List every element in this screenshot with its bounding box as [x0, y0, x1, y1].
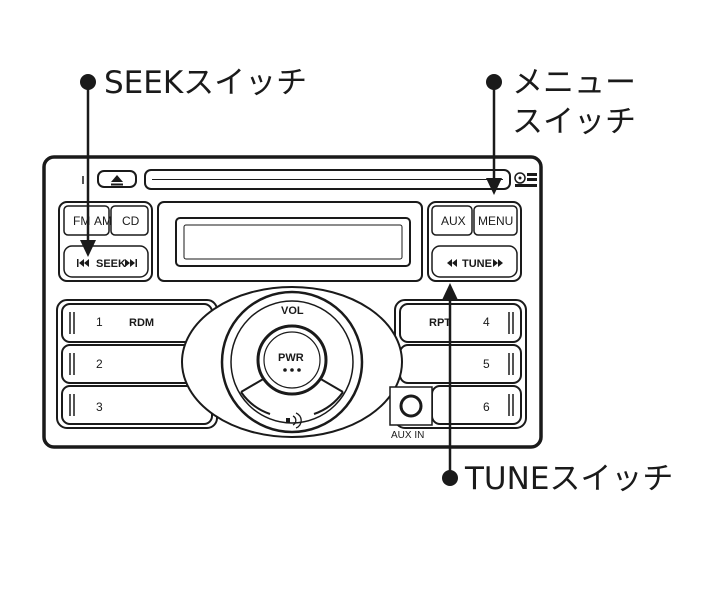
menu-callout-text-1: メニュー: [512, 65, 636, 101]
fast-forward-icon: [493, 259, 503, 267]
preset-1-label: 1: [96, 315, 103, 329]
preset-4-label: 4: [483, 315, 490, 329]
tune-callout-dot: [442, 470, 458, 486]
tune-button[interactable]: [431, 245, 518, 278]
preset-button-5[interactable]: [399, 344, 522, 384]
fm-am-button[interactable]: [63, 205, 110, 236]
knob-lower-left-segment[interactable]: [240, 391, 271, 415]
skip-forward-icon: [125, 259, 137, 267]
skip-back-icon: [77, 259, 89, 267]
preset-button-6[interactable]: [431, 385, 522, 425]
power-button[interactable]: [256, 324, 328, 396]
display-screen: [175, 217, 411, 267]
aux-label: AUX: [441, 214, 466, 228]
preset-6-label: 6: [483, 400, 490, 414]
pwr-indicator-dots: [283, 368, 301, 372]
knob-segment-divider-right: [318, 377, 344, 393]
knob-lower-right-segment[interactable]: [313, 391, 344, 415]
aux-button[interactable]: [431, 205, 473, 236]
sound-icon: [286, 412, 302, 429]
preset-grip-lines: [69, 312, 514, 416]
menu-callout-arrow: [486, 178, 502, 195]
menu-button[interactable]: [473, 205, 518, 236]
preset-2-label: 2: [96, 357, 103, 371]
cd-label: CD: [122, 214, 140, 228]
power-button-inner: [263, 331, 321, 389]
seek-label: SEEK: [96, 258, 126, 270]
rewind-icon: [447, 259, 457, 267]
aux-in-jack[interactable]: [399, 394, 423, 418]
preset-button-4[interactable]: [399, 303, 522, 343]
cd-button[interactable]: [110, 205, 149, 236]
tune-label: TUNE: [462, 258, 492, 270]
preset-5-label: 5: [483, 357, 490, 371]
pwr-label: PWR: [278, 352, 304, 364]
am-label: AM: [94, 214, 112, 228]
menu-label: MENU: [478, 214, 513, 228]
menu-callout-text-2: スイッチ: [512, 104, 636, 140]
rpt-label: RPT: [429, 317, 451, 329]
preset-button-3[interactable]: [61, 385, 213, 425]
tune-callout-arrow: [442, 283, 458, 300]
seek-button[interactable]: [63, 245, 149, 278]
vol-label: VOL: [281, 305, 304, 317]
tune-callout-text: TUNEスイッチ: [464, 461, 673, 497]
aux-in-label: AUX IN: [391, 430, 424, 441]
seek-callout-arrow: [80, 240, 96, 257]
compact-disc-logo: [514, 172, 537, 187]
preset-3-label: 3: [96, 400, 103, 414]
eject-icon: [111, 175, 123, 182]
knob-segment-divider-left: [240, 377, 266, 393]
eject-icon-bar: [111, 183, 123, 186]
fm-label: FM: [73, 214, 90, 228]
seek-callout-text: SEEKスイッチ: [104, 65, 307, 101]
volume-knob-inner: [230, 300, 354, 424]
display-screen-inner: [183, 224, 403, 260]
rdm-label: RDM: [129, 317, 154, 329]
